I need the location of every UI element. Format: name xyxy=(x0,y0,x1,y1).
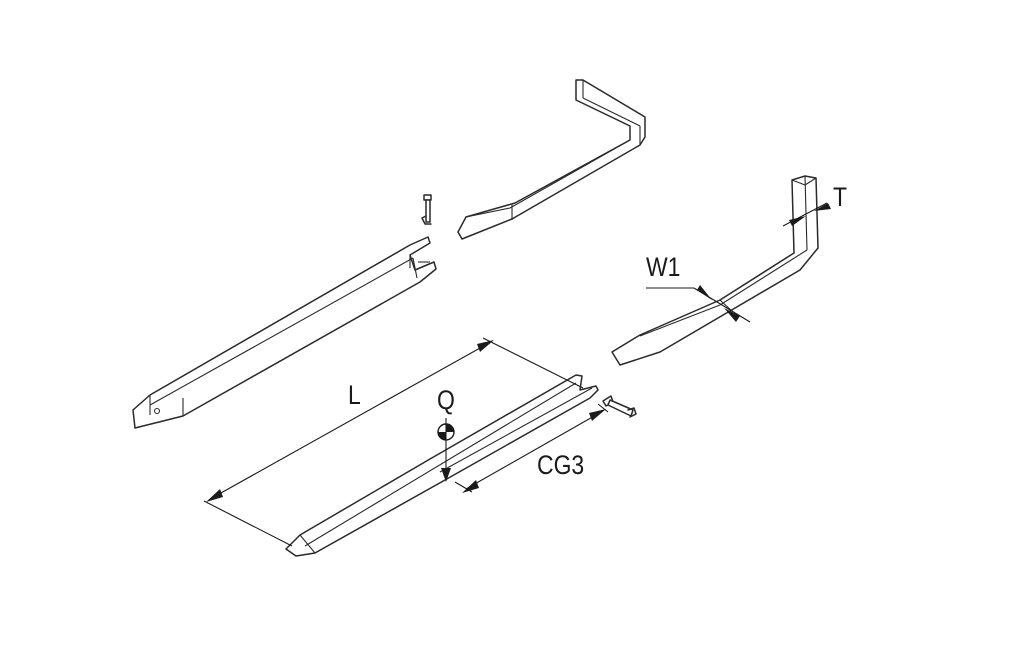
extension-sleeve-top xyxy=(132,236,437,429)
load-point-q xyxy=(437,418,455,482)
label-q: Q xyxy=(437,385,455,415)
fork-right xyxy=(611,175,819,366)
label-w1: W1 xyxy=(646,252,681,282)
dimension-w1 xyxy=(646,285,751,323)
label-t: T xyxy=(833,182,848,212)
dimension-l xyxy=(203,337,584,547)
fork-top-right xyxy=(457,79,646,240)
dimension-cg3 xyxy=(454,403,609,493)
pin-top xyxy=(421,194,432,225)
pin-bottom xyxy=(602,395,637,418)
label-cg3: CG3 xyxy=(537,450,585,480)
extension-sleeve-bottom xyxy=(285,374,599,557)
dimension-t xyxy=(782,202,831,227)
label-l: L xyxy=(348,380,361,410)
